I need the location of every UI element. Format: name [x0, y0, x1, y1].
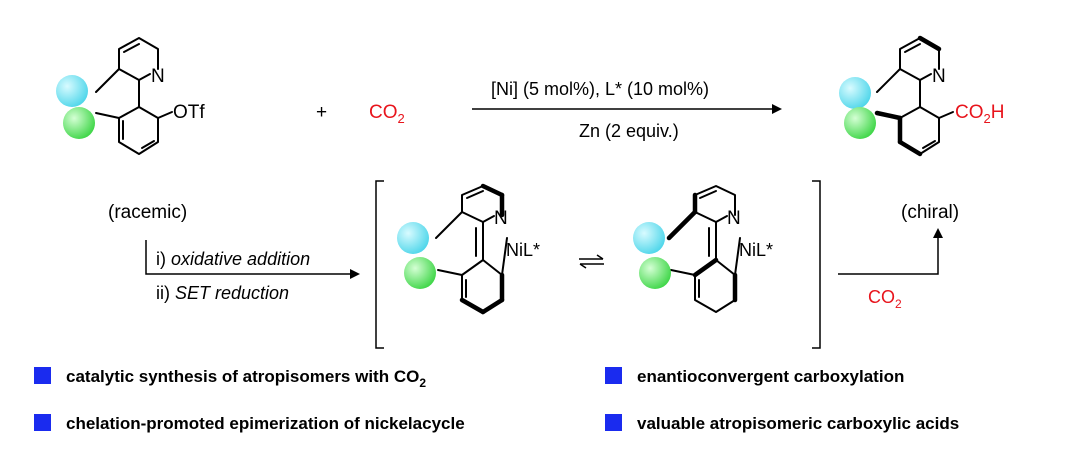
starting-material: N OTf — [56, 37, 205, 155]
bullet-square — [605, 367, 622, 384]
otf-label: OTf — [173, 102, 205, 123]
product-n-label: N — [932, 66, 946, 87]
bullet-square — [34, 414, 51, 431]
bullet-item-3: chelation-promoted epimerization of nick… — [66, 414, 465, 433]
chiral-label: (chiral) — [901, 202, 959, 223]
racemic-label: (racemic) — [108, 202, 187, 223]
conditions-top: [Ni] (5 mol%), L* (10 mol%) — [491, 79, 709, 99]
nickelacycle-a-cyan-sphere — [397, 222, 429, 254]
nickelacycle-b-green-sphere — [639, 257, 671, 289]
nickelacycle-a-green-sphere — [404, 257, 436, 289]
bullet-list: catalytic synthesis of atropisomers with… — [34, 367, 959, 433]
step1-label: i) oxidative addition — [156, 249, 310, 269]
step2-label: ii) SET reduction — [156, 283, 289, 303]
nickelacycle-a-nil: NiL* — [506, 240, 540, 260]
cyan-substituent-sphere — [56, 75, 88, 107]
product-cyan-sphere — [839, 77, 871, 109]
bullet-square — [605, 414, 622, 431]
nickelacycle-b-n: N — [727, 208, 741, 229]
nickelacycle-a-n: N — [494, 208, 508, 229]
co2-reagent: CO2 — [369, 102, 405, 126]
bullet-item-4: valuable atropisomeric carboxylic acids — [637, 414, 959, 433]
product-green-sphere — [844, 107, 876, 139]
co2h-label: CO2H — [955, 102, 1004, 126]
co2-carboxylation-label: CO2 — [868, 287, 902, 311]
product-molecule: N CO2H — [839, 35, 1004, 157]
green-substituent-sphere — [63, 107, 95, 139]
equilibrium-arrows — [579, 254, 604, 269]
oxidative-addition-arrow — [145, 240, 350, 275]
pyridine-n-label: N — [151, 66, 165, 87]
carboxylation-arrow — [838, 238, 939, 275]
conditions-bottom: Zn (2 equiv.) — [579, 121, 679, 141]
right-bracket — [812, 180, 821, 349]
nickelacycle-a: N NiL* — [397, 183, 540, 315]
plus-sign: + — [316, 102, 327, 123]
nickelacycle-b: N NiL* — [633, 185, 773, 313]
bullet-square — [34, 367, 51, 384]
left-bracket — [375, 180, 384, 349]
nickelacycle-b-cyan-sphere — [633, 222, 665, 254]
nickelacycle-b-nil: NiL* — [739, 240, 773, 260]
bullet-item-2: enantioconvergent carboxylation — [637, 367, 904, 386]
bullet-item-1: catalytic synthesis of atropisomers with… — [66, 367, 426, 390]
